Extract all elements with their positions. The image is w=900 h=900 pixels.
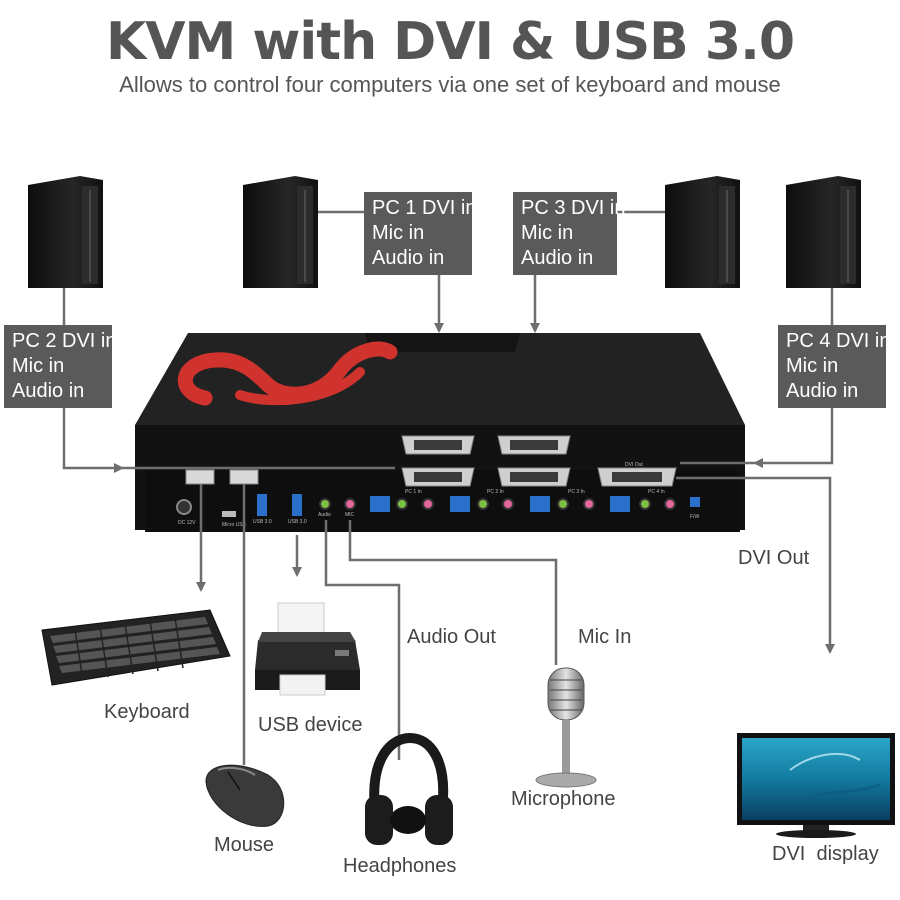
printer-illustration <box>255 602 360 696</box>
line-dvi-out <box>676 476 835 654</box>
label-audio-out: Audio Out <box>407 626 496 648</box>
callout-pc1-line-3: Audio in <box>372 247 445 269</box>
callout-pc4-line-1: PC 4 DVI in <box>786 330 891 352</box>
fw-button <box>690 497 700 507</box>
mic-in-jack <box>344 498 356 510</box>
label-dvi-out: DVI Out <box>738 547 810 569</box>
callout-pc3-line-1: PC 3 DVI in <box>521 197 626 219</box>
audio-out-jack <box>319 498 331 510</box>
dc-jack <box>176 499 192 515</box>
page-subtitle: Allows to control four computers via one… <box>119 72 781 97</box>
kvm-switch <box>135 333 745 532</box>
label-microphone: Microphone <box>511 788 616 810</box>
callout-pc1-line-2: Mic in <box>372 222 425 244</box>
callout-pc2: PC 2 DVI in Mic in Audio in <box>4 325 117 408</box>
pc1-input-group <box>370 496 434 512</box>
callout-pc1-line-1: PC 1 DVI in <box>372 197 477 219</box>
dvi-display-illustration <box>737 733 895 838</box>
label-pc3-in: PC 3 In <box>568 489 585 495</box>
pc2-input-group <box>450 496 514 512</box>
label-usb-device: USB device <box>258 714 363 736</box>
pc3-input-group <box>530 496 595 512</box>
callout-pc4-line-3: Audio in <box>786 380 859 402</box>
label-pc4-in: PC 4 In <box>648 489 665 495</box>
headphones-illustration <box>365 732 453 845</box>
label-pc2-in: PC 2 In <box>487 489 504 495</box>
label-mouse: Mouse <box>214 834 275 856</box>
label-usb3-b: USB 3.0 <box>288 519 307 525</box>
callout-pc2-line-2: Mic in <box>12 355 65 377</box>
label-dvi-display: DVI display <box>772 843 879 865</box>
callout-pc1: PC 1 DVI in Mic in Audio in <box>364 192 477 275</box>
label-dvi-out: DVI Out <box>625 462 643 468</box>
pc-tower-4 <box>786 176 861 288</box>
callout-pc3-line-3: Audio in <box>521 247 594 269</box>
microphone-illustration <box>535 667 597 788</box>
usb-port-keyboard <box>185 469 215 485</box>
pc-tower-1 <box>243 176 318 288</box>
dvi-port-pc1-upper <box>401 435 475 455</box>
label-mic: MIC <box>345 512 355 518</box>
pc-tower-3 <box>665 176 740 288</box>
label-micro-usb: Micro USB <box>222 522 247 528</box>
dvi-port-pc4 <box>497 467 571 487</box>
mouse-illustration <box>205 764 285 827</box>
usb-port-mouse <box>229 469 259 485</box>
keyboard-illustration <box>41 609 231 686</box>
page-title: KVM with DVI & USB 3.0 <box>105 12 795 72</box>
callout-pc4-line-2: Mic in <box>786 355 839 377</box>
dvi-port-out <box>597 467 677 487</box>
usb3-port-b <box>292 494 302 516</box>
label-pc1-in: PC 1 In <box>405 489 422 495</box>
pc-tower-2 <box>28 176 103 288</box>
label-audio: Audio <box>318 512 331 518</box>
pc4-input-group <box>610 496 676 512</box>
callout-pc3: PC 3 DVI in Mic in Audio in <box>513 192 626 275</box>
label-mic-in: Mic In <box>578 626 632 648</box>
dvi-port-pc2 <box>401 467 475 487</box>
label-keyboard: Keyboard <box>104 701 190 723</box>
label-dc-12v: DC 12V <box>178 520 196 526</box>
label-fw: F/W <box>690 514 699 520</box>
label-headphones: Headphones <box>343 855 457 877</box>
callout-pc2-line-1: PC 2 DVI in <box>12 330 117 352</box>
line-audio-out <box>324 520 401 760</box>
usb3-port-a <box>257 494 267 516</box>
label-usb3-a: USB 3.0 <box>253 519 272 525</box>
callout-pc2-line-3: Audio in <box>12 380 85 402</box>
dvi-port-pc3-upper <box>497 435 571 455</box>
micro-usb-port <box>222 511 236 517</box>
brand-logo <box>177 341 398 406</box>
callout-pc4: PC 4 DVI in Mic in Audio in <box>778 325 891 408</box>
callout-pc3-line-2: Mic in <box>521 222 574 244</box>
line-mic-in <box>348 520 558 665</box>
